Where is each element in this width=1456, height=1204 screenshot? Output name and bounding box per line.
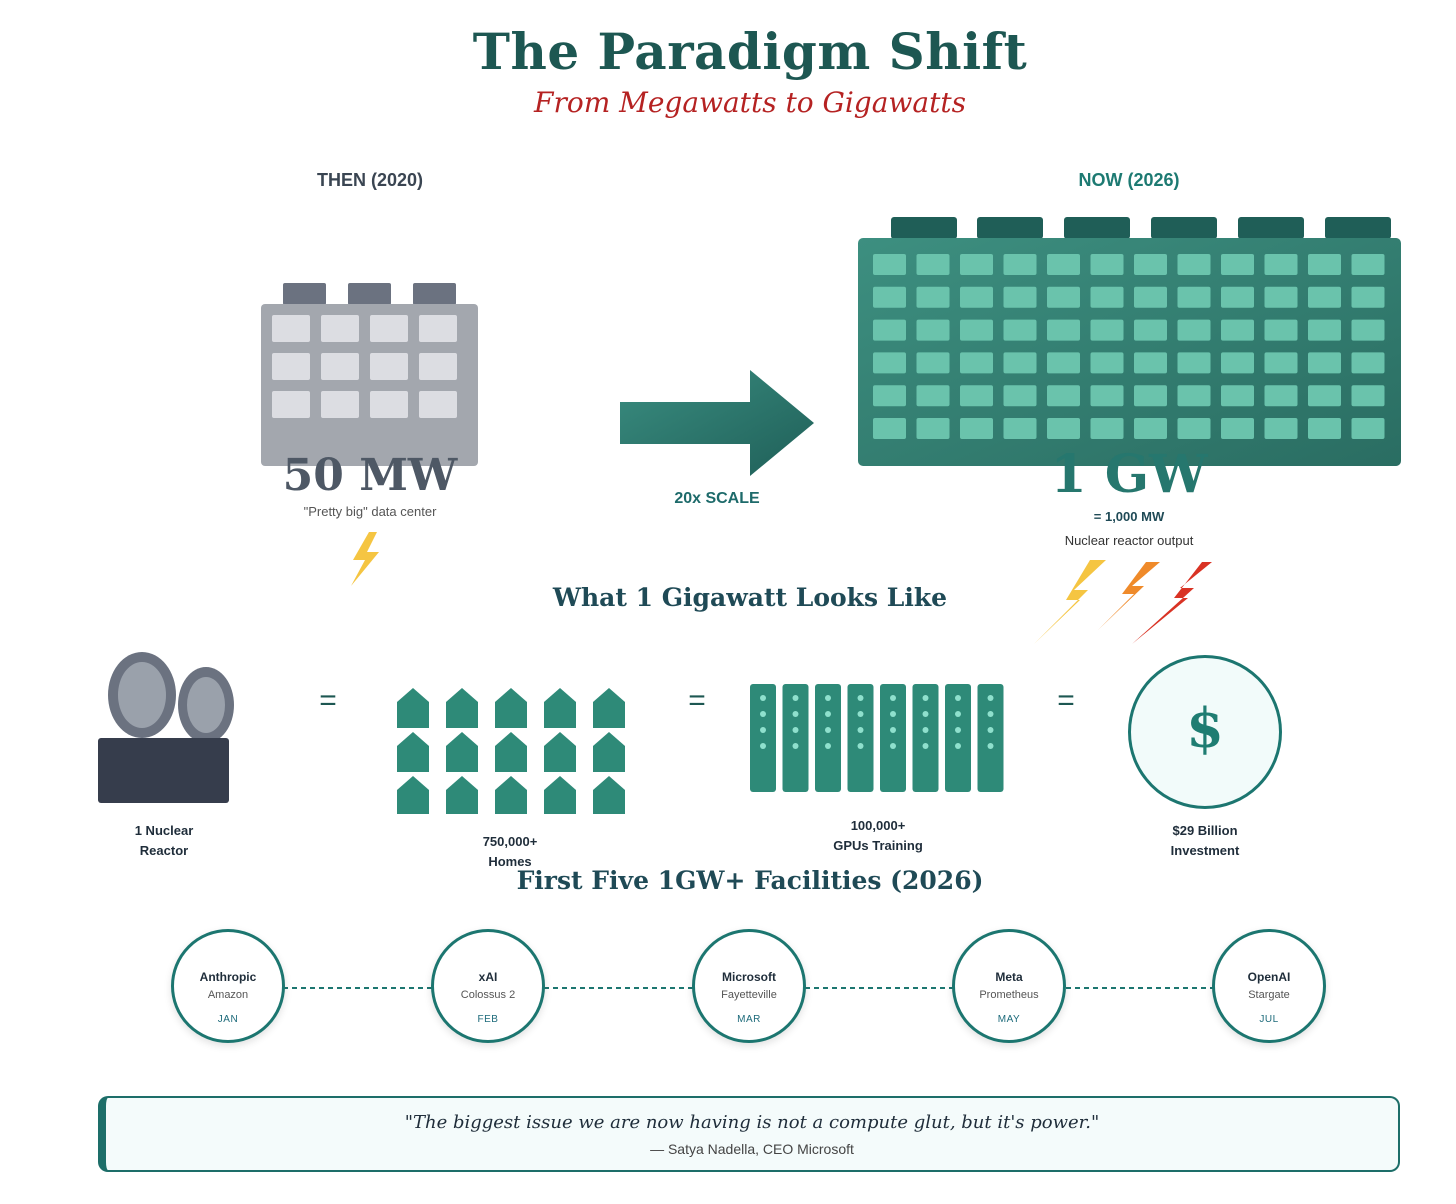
homes-icon (397, 688, 625, 814)
equals-sign: = (319, 684, 337, 717)
gpu-rack-icon (750, 684, 1004, 792)
reactor-caption-line2: Reactor (139, 843, 189, 858)
gpu-caption: 100,000+ GPUs Training (800, 816, 956, 856)
facility-site: Colossus 2 (460, 989, 516, 1001)
facility-name: Anthropic (199, 970, 257, 984)
now-label: NOW (2026) (1078, 170, 1180, 190)
large-datacenter-icon (858, 217, 1401, 466)
quote-box: "The biggest issue we are now having is … (98, 1096, 1400, 1172)
investment-caption-line1: $29 Billion (1172, 823, 1238, 838)
reactor-caption-line1: 1 Nuclear (134, 823, 194, 838)
facility-month: FEB (477, 1014, 499, 1025)
dollar-icon: $ (1128, 655, 1282, 809)
facility-anthropic: Anthropic Amazon JAN (171, 929, 285, 1043)
quote-text: "The biggest issue we are now having is … (404, 1112, 1100, 1133)
dollar-symbol: $ (1186, 696, 1224, 760)
reactor-caption: 1 Nuclear Reactor (94, 821, 234, 861)
lightning-bolts-icon (1034, 560, 1212, 644)
facility-month: MAY (997, 1014, 1021, 1025)
facility-site: Prometheus (979, 989, 1039, 1001)
nuclear-reactor-icon (98, 652, 234, 803)
quote-attribution: — Satya Nadella, CEO Microsoft (650, 1141, 854, 1157)
facility-xai: xAI Colossus 2 FEB (431, 929, 545, 1043)
then-value: 50 MW (282, 450, 458, 501)
facility-openai: OpenAI Stargate JUL (1212, 929, 1326, 1043)
investment-caption-line2: Investment (1170, 843, 1240, 858)
equals-sign: = (688, 684, 706, 717)
facility-name: OpenAI (1247, 970, 1291, 984)
now-caption: Nuclear reactor output (1064, 533, 1194, 548)
homes-caption-line2: Homes (488, 854, 532, 869)
facility-site: Amazon (207, 989, 249, 1001)
facilities-title: First Five 1GW+ Facilities (2026) (516, 866, 984, 895)
facility-month: JUL (1259, 1014, 1279, 1025)
facility-meta: Meta Prometheus MAY (952, 929, 1066, 1043)
investment-caption: $29 Billion Investment (1135, 821, 1275, 861)
facility-site: Fayetteville (721, 989, 777, 1001)
facility-month: JAN (217, 1014, 239, 1025)
facility-microsoft: Microsoft Fayetteville MAR (692, 929, 806, 1043)
facility-name: Meta (995, 970, 1023, 984)
facility-month: MAR (737, 1014, 761, 1025)
homes-caption: 750,000+ Homes (440, 832, 580, 872)
then-caption: "Pretty big" data center (303, 504, 437, 519)
lightning-icon (351, 532, 379, 586)
small-datacenter-icon (261, 283, 478, 466)
homes-caption-line1: 750,000+ (482, 834, 538, 849)
scale-arrow-icon (620, 370, 814, 476)
scale-label: 20x SCALE (674, 490, 760, 507)
gpu-caption-line1: 100,000+ (850, 818, 906, 833)
facility-name: Microsoft (722, 970, 776, 984)
facility-site: Stargate (1248, 989, 1290, 1001)
facility-name: xAI (478, 970, 498, 984)
equals-sign: = (1057, 684, 1075, 717)
equivalence-title: What 1 Gigawatt Looks Like (552, 583, 948, 612)
page-subtitle: From Megawatts to Gigawatts (534, 86, 966, 119)
page-title: The Paradigm Shift (472, 22, 1028, 81)
now-equivalent: = 1,000 MW (1093, 509, 1165, 524)
gpu-caption-line2: GPUs Training (833, 838, 923, 853)
now-value: 1 GW (1050, 444, 1208, 505)
then-label: THEN (2020) (316, 170, 424, 190)
